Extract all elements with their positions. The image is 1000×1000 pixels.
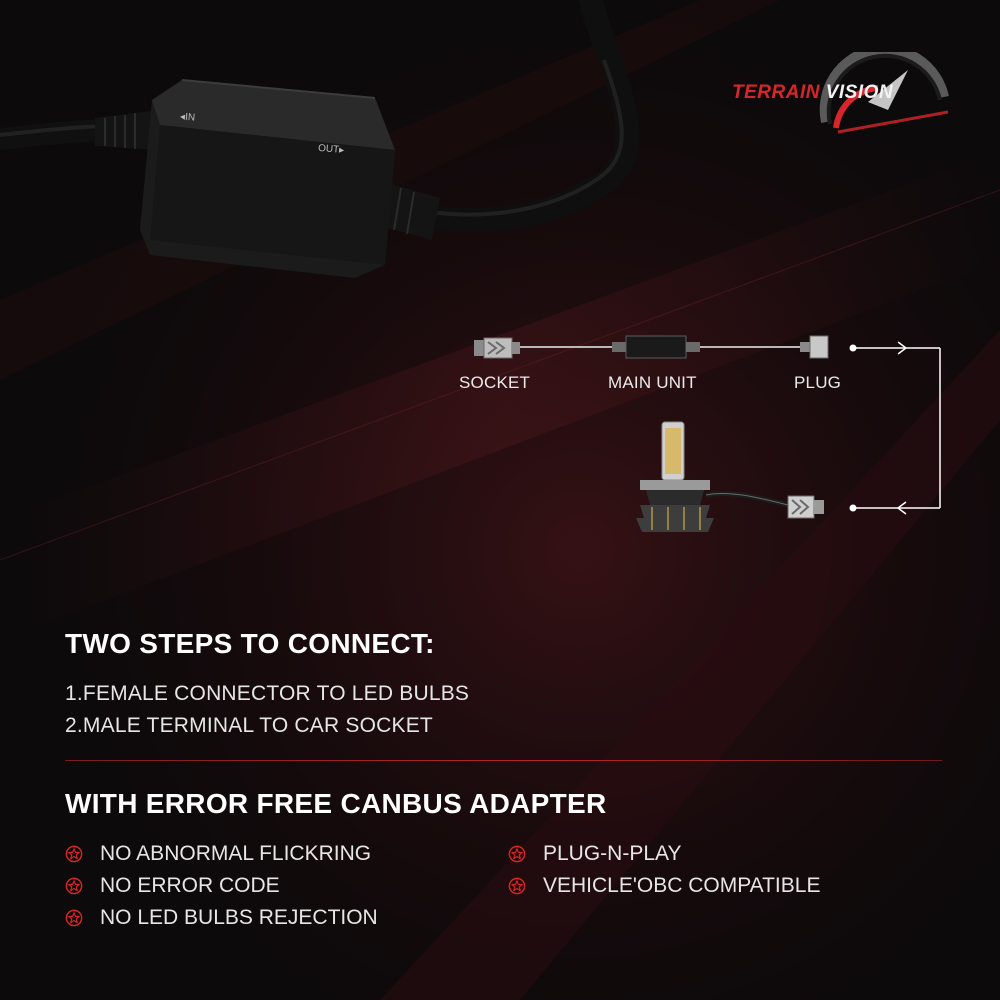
feature-text: NO LED BULBS REJECTION [100,906,378,929]
feature-text: VEHICLE'OBC COMPATIBLE [543,874,821,897]
socket-connector-icon [474,337,520,359]
brand-logo: TERRAIN VISION [728,52,960,144]
section-divider [65,760,942,761]
feature-text: NO ERROR CODE [100,874,280,897]
feature-text: PLUG-N-PLAY [543,842,682,865]
brand-wordmark: TERRAIN VISION [732,82,952,104]
plug-connector-icon [800,335,829,359]
star-outline-icon [65,877,83,895]
speedometer-logo-icon [819,52,949,134]
star-outline-icon [508,845,526,863]
feature-text: NO ABNORMAL FLICKRING [100,842,372,865]
brand-word-terrain: TERRAIN [732,82,820,103]
step-item-2: 2.MALE TERMINAL TO CAR SOCKET [65,714,433,737]
star-outline-icon [65,845,83,863]
steps-title: TWO STEPS TO CONNECT: [65,628,435,659]
led-bulb-icon [636,421,714,532]
star-outline-icon [508,877,526,895]
star-outline-icon [65,909,83,927]
main-unit-icon [612,335,700,359]
features-title: WITH ERROR FREE CANBUS ADAPTER [65,788,607,819]
brand-word-vision: VISION [825,82,894,103]
main-unit-label: MAIN UNIT [608,373,697,392]
plug-label: PLUG [794,373,842,392]
bulb-connector-icon [787,495,824,519]
step-item-1: 1.FEMALE CONNECTOR TO LED BULBS [65,682,470,705]
socket-label: SOCKET [459,373,531,392]
